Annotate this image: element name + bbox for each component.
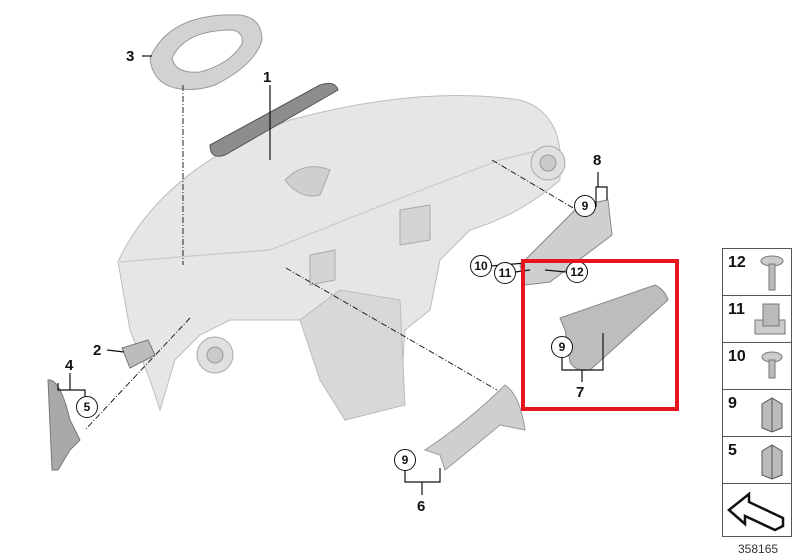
callout-1: 1 (263, 69, 272, 86)
legend-item-12: 12 (722, 248, 792, 295)
legend-label: 5 (728, 442, 737, 459)
legend-item-arrow (722, 483, 792, 537)
diagram-number: 358165 (738, 542, 779, 556)
screw-washer-short-icon (761, 351, 783, 379)
speaker-grille (284, 166, 331, 197)
callout-12: 12 (566, 261, 588, 283)
callout-10: 10 (470, 255, 492, 277)
screw-washer-long-icon (760, 255, 784, 291)
callout-9-part-7: 9 (551, 336, 573, 358)
legend-label: 12 (728, 254, 746, 271)
part-4-side-panel (47, 379, 81, 471)
legend-label: 9 (728, 395, 737, 412)
part-2-bracket (121, 339, 156, 369)
direction-arrow-icon (727, 491, 785, 532)
callout-2: 2 (93, 342, 102, 359)
spring-clip-icon (761, 397, 783, 433)
callout-4: 4 (65, 357, 74, 374)
legend-item-11: 11 (722, 295, 792, 342)
spring-clip-icon (761, 444, 783, 480)
callout-6: 6 (417, 498, 426, 515)
part-3-frame (149, 14, 263, 90)
legend-item-5: 5 (722, 436, 792, 483)
callout-3: 3 (126, 48, 135, 65)
callout-8: 8 (593, 152, 602, 169)
highlight-box-part-7 (521, 259, 679, 411)
part-1-trim (209, 82, 339, 157)
callout-7: 7 (576, 384, 585, 401)
callout-5: 5 (76, 396, 98, 418)
legend-label: 11 (728, 301, 745, 318)
part-6-lower-trim (423, 384, 526, 471)
legend-label: 10 (728, 348, 746, 365)
legend-item-10: 10 (722, 342, 792, 389)
nut-clip-icon (754, 303, 786, 335)
legend-item-9: 9 (722, 389, 792, 436)
callout-9-part-6: 9 (394, 449, 416, 471)
fastener-legend: 12 11 10 9 5 (722, 248, 792, 537)
callout-9-part-8: 9 (574, 195, 596, 217)
callout-11: 11 (494, 262, 516, 284)
center-console (299, 289, 406, 421)
